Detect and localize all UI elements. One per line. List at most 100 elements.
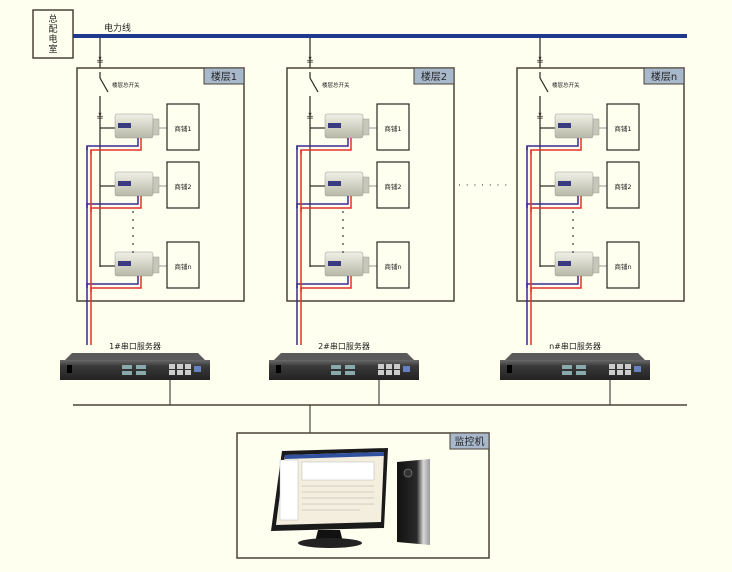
energy-meter-icon: [324, 251, 370, 277]
shop-label: 商铺1: [384, 124, 401, 133]
energy-meter-icon: [324, 113, 370, 139]
ellipsis-dot: [132, 235, 134, 237]
serial-port-icon: [122, 371, 132, 375]
shop-label: 商铺n: [384, 262, 401, 271]
ethernet-port-icon: [609, 364, 615, 369]
energy-meter-icon: [554, 251, 600, 277]
ellipsis-dot: [342, 235, 344, 237]
ellipsis-dot: [342, 211, 344, 213]
shop-box: [606, 103, 640, 151]
serial-port-icon: [345, 371, 355, 375]
ethernet-port-icon: [394, 364, 400, 369]
ethernet-port-icon: [378, 364, 384, 369]
main-room-char: 总: [48, 13, 57, 25]
ethernet-port-icon: [625, 370, 631, 375]
floor-frame: [76, 67, 245, 302]
serial-port-icon: [576, 365, 586, 369]
ellipsis-dot: [132, 251, 134, 253]
server-top: [274, 353, 414, 360]
serial-port-icon: [331, 365, 341, 369]
server-top: [505, 353, 645, 360]
ellipsis-dot: [342, 251, 344, 253]
floor-switch-icon: [99, 77, 109, 93]
floor-switch-label: 楼层总开关: [322, 81, 350, 89]
ethernet-port-icon: [378, 370, 384, 375]
shop-box: [166, 241, 200, 289]
ethernet-port-icon: [169, 364, 175, 369]
shop-label: 商铺1: [174, 124, 191, 133]
shop-box: [376, 241, 410, 289]
serial-server: n#串口服务器: [500, 341, 650, 380]
floor-frame: [286, 67, 455, 302]
ellipsis-dot: [132, 211, 134, 213]
power-line-label: 电力线: [104, 22, 131, 34]
breaker-icon: ≚: [306, 56, 314, 67]
floor-title: 楼层2: [421, 70, 447, 83]
ethernet-port-icon: [177, 364, 183, 369]
ellipsis-dot: [342, 227, 344, 229]
shop-box: [606, 241, 640, 289]
main-room-char: 室: [48, 43, 57, 55]
serial-port-icon: [562, 365, 572, 369]
energy-meter-icon: [114, 251, 160, 277]
shop-box: [606, 161, 640, 209]
monitor-icon: [271, 448, 388, 548]
shop-label: 商铺1: [614, 124, 631, 133]
shop-label: 商铺2: [384, 182, 401, 191]
floor-switch-label: 楼层总开关: [552, 81, 580, 89]
ellipsis-dot: [572, 243, 574, 245]
floor-title-tab: [413, 67, 455, 85]
serial-port-icon: [122, 365, 132, 369]
shop-box: [166, 161, 200, 209]
main-room-char: 电: [48, 33, 57, 45]
ethernet-port-icon: [394, 370, 400, 375]
ellipsis-dot: [572, 211, 574, 213]
monitoring-title: 监控机: [455, 435, 485, 448]
serial-port-icon: [136, 365, 146, 369]
floor-title-tab: [203, 67, 245, 85]
ethernet-port-icon: [177, 370, 183, 375]
ethernet-port-icon: [185, 364, 191, 369]
floor-frame: [516, 67, 685, 302]
ethernet-port-icon: [617, 364, 623, 369]
shop-box: [376, 161, 410, 209]
serial-port-icon: [345, 365, 355, 369]
breaker-icon: ≚: [96, 56, 104, 67]
ethernet-port-icon: [169, 370, 175, 375]
ethernet-port-icon: [609, 370, 615, 375]
console-port-icon: [194, 366, 201, 372]
serial-server-label: n#串口服务器: [549, 341, 601, 351]
floor-title-tab: [643, 67, 685, 85]
floor-switch-icon: [539, 77, 549, 93]
breaker-icon: ≚: [536, 56, 544, 67]
serial-port-icon: [562, 371, 572, 375]
energy-meter-icon: [554, 113, 600, 139]
shop-label: 商铺n: [174, 262, 191, 271]
ethernet-port-icon: [386, 370, 392, 375]
shop-box: [166, 103, 200, 151]
console-port-icon: [634, 366, 641, 372]
ellipsis-dot: [132, 219, 134, 221]
ellipsis-dot: [572, 219, 574, 221]
energy-meter-icon: [554, 171, 600, 197]
energy-meter-icon: [324, 171, 370, 197]
ethernet-port-icon: [625, 364, 631, 369]
floors-ellipsis: · · · · · · ·: [458, 181, 508, 191]
ellipsis-dot: [132, 227, 134, 229]
server-top: [65, 353, 205, 360]
ethernet-port-icon: [617, 370, 623, 375]
pc-tower-icon: [397, 459, 430, 545]
serial-port-icon: [331, 371, 341, 375]
ethernet-port-icon: [185, 370, 191, 375]
ellipsis-dot: [342, 219, 344, 221]
serial-server: 2#串口服务器: [269, 341, 419, 380]
energy-meter-icon: [114, 113, 160, 139]
ellipsis-dot: [132, 243, 134, 245]
serial-port-icon: [576, 371, 586, 375]
floor-switch-icon: [309, 77, 319, 93]
ellipsis-dot: [572, 251, 574, 253]
